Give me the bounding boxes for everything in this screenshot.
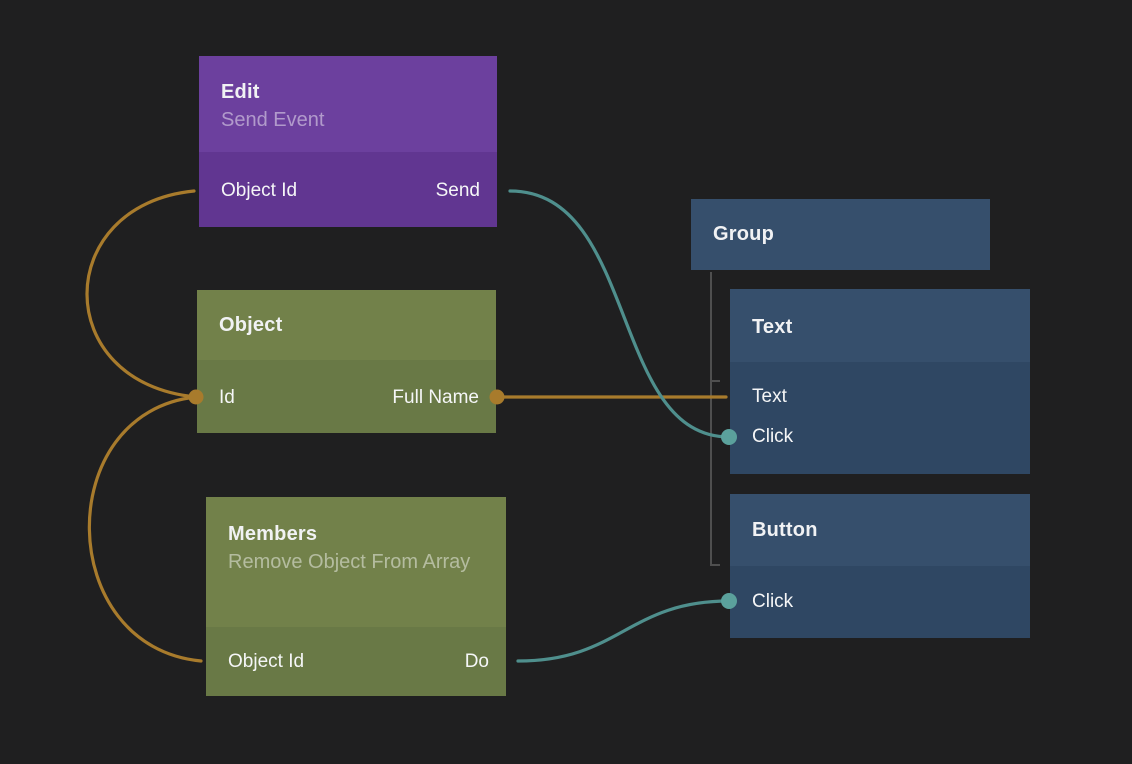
port-members-do[interactable]: Do [464, 650, 489, 672]
node-title: Button [752, 519, 818, 541]
node-members-header: Members Remove Object From Array [206, 497, 506, 627]
wire-object-id-to-edit-object-id[interactable] [85, 189, 198, 399]
wire-object-id-to-members-object-id[interactable] [87, 395, 203, 663]
arrowhead-edit-send [495, 183, 512, 199]
port-object-id[interactable]: Id [219, 386, 235, 408]
port-object-full-name[interactable]: Full Name [392, 386, 479, 408]
node-button[interactable]: Button Click [730, 494, 1030, 638]
node-members-remove-object[interactable]: Members Remove Object From Array Object … [206, 497, 506, 696]
node-title: Members [228, 523, 318, 545]
port-edit-send[interactable]: Send [435, 179, 480, 201]
node-group[interactable]: Group [691, 199, 990, 270]
node-text-header: Text [730, 289, 1030, 362]
node-object[interactable]: Object Id Full Name [197, 290, 496, 433]
node-title: Group [713, 223, 774, 245]
node-group-header: Group [691, 199, 990, 270]
node-title: Text [752, 316, 793, 338]
wire-button-click-to-members-do[interactable] [516, 599, 731, 663]
port-members-object-id[interactable]: Object Id [228, 650, 305, 672]
node-object-ports: Id Full Name [197, 360, 496, 433]
node-edit-header: Edit Send Event [199, 56, 497, 152]
node-button-header: Button [730, 494, 1030, 566]
node-members-ports: Object Id Do [206, 627, 506, 696]
node-subtitle: Send Event [221, 109, 325, 131]
port-edit-object-id[interactable]: Object Id [221, 179, 298, 201]
node-edit-ports: Object Id Send [199, 152, 497, 227]
node-text-ports: Text Click [730, 362, 1030, 474]
node-button-ports: Click [730, 566, 1030, 638]
group-children-tree-line [710, 272, 720, 566]
node-title: Object [219, 314, 283, 336]
port-button-click[interactable]: Click [752, 590, 794, 612]
node-text[interactable]: Text Text Click [730, 289, 1030, 474]
node-edit-send-event[interactable]: Edit Send Event Object Id Send [199, 56, 497, 227]
node-title: Edit [221, 81, 260, 103]
port-text-text[interactable]: Text [752, 385, 787, 407]
node-object-header: Object [197, 290, 496, 360]
port-text-click[interactable]: Click [752, 425, 794, 447]
node-subtitle: Remove Object From Array [228, 551, 471, 573]
